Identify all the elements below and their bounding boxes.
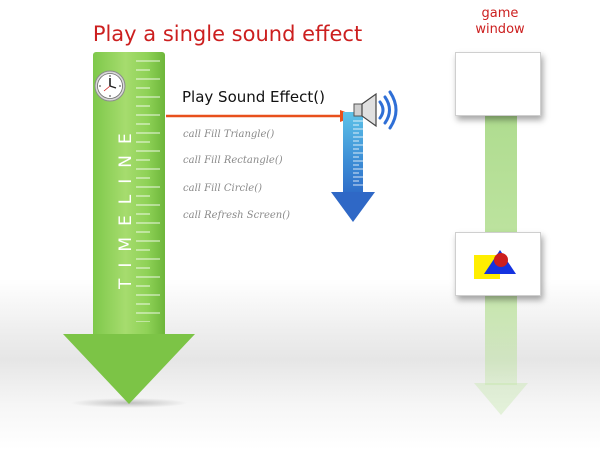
speaker-icon: [353, 90, 398, 130]
game-window-arrow-head: [474, 383, 528, 415]
sound-effect-ruler-ticks: [353, 120, 363, 186]
clock-icon: [94, 70, 126, 102]
red-circle: [494, 253, 508, 267]
sound-effect-arrow-head: [331, 192, 375, 222]
timeline-arrow-head: [63, 334, 195, 404]
sound-effect-arrow-shaft: [343, 112, 363, 192]
game-window-label: game window: [455, 6, 545, 38]
game-window-frame-blank: [455, 52, 541, 116]
diagram-title: Play a single sound effect: [92, 22, 363, 46]
rendered-shapes: [474, 250, 516, 279]
call-item: call Refresh Screen(): [183, 210, 291, 221]
call-item: call Fill Triangle(): [183, 129, 275, 140]
timeline-label: TIMELINE: [116, 122, 136, 290]
call-arrow: [166, 110, 356, 122]
game-window-frame-shapes: [455, 232, 541, 296]
call-item: call Fill Rectangle(): [183, 155, 283, 166]
timeline-ruler-ticks: [136, 60, 160, 322]
call-item: call Fill Circle(): [183, 183, 262, 194]
play-sound-effect-label: Play Sound Effect(): [182, 88, 325, 106]
game-window-label-line: window: [475, 22, 525, 37]
game-window-label-line: game: [481, 6, 519, 21]
